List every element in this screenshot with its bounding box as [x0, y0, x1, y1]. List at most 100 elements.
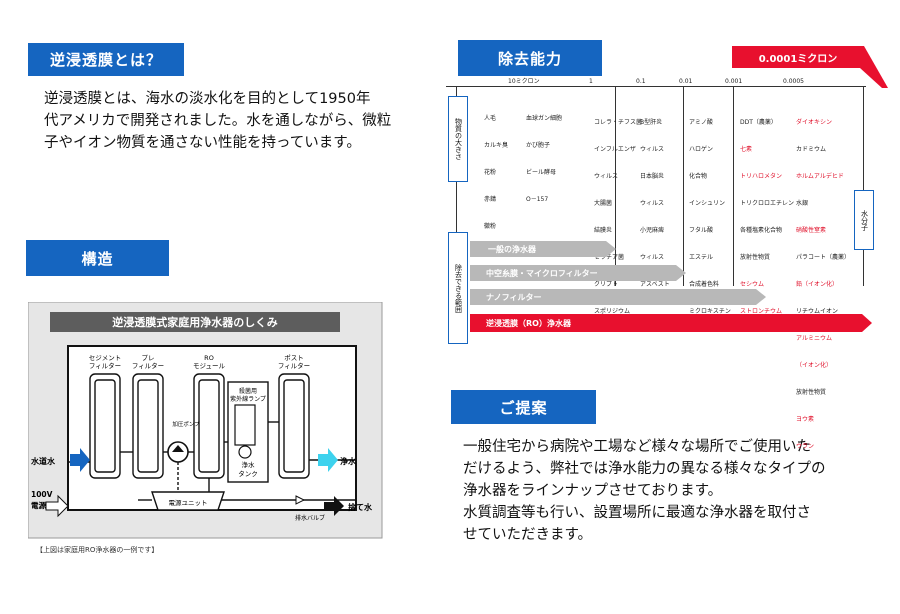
substance-item: 結膜炎: [594, 227, 613, 234]
substance-item: リチウムイオン: [796, 308, 839, 315]
substance-item-red: ストロンチウム: [740, 308, 783, 315]
substance-column: コレラ・チフス菌 インフルエンザ ウィルス 大腸菌 結膜炎 セラチア菌 クリプト…: [594, 100, 642, 334]
chart-top-line: [446, 86, 866, 87]
proposal-paragraph: 一般住宅から病院や工場など様々な場所でご使用いた だけるよう、弊社では浄水能力の…: [463, 436, 883, 546]
inlet-label: 水道水: [30, 456, 56, 466]
uv-lamp-bulb: [238, 445, 252, 459]
micron-banner: 0.0001ミクロン: [732, 46, 864, 68]
substance-item: 化合物: [689, 173, 708, 180]
scale-label: 0.01: [679, 78, 693, 85]
substance-column: 血球ガン細胞 かび胞子 ビール酵母 O－157: [526, 96, 562, 222]
substance-column: ダイオキシン カドミウム ホルムアルデヒド 水銀 硝酸性窒素 パラコート（農薬）…: [796, 100, 850, 469]
substance-item: DDT（農薬）: [740, 119, 777, 126]
substance-item: カドミウム: [796, 146, 827, 153]
inlet-arrow: [70, 448, 90, 472]
filter-label: フィルター: [89, 361, 121, 370]
filter-label: RO: [204, 354, 214, 362]
substance-item: パラコート（農薬）: [796, 254, 851, 261]
substance-item: 各種塩素化合物: [740, 227, 783, 234]
proposal-line: だけるよう、弊社では浄水能力の異なる様々なタイプの: [463, 461, 826, 477]
column-line: [456, 86, 457, 286]
proposal-line: 一般住宅から病院や工場など様々な場所でご使用いた: [463, 439, 811, 455]
intro-line: 代アメリカで開発されました。水を通しながら、微粒: [44, 113, 392, 129]
ro-structure-diagram: 逆浸透膜式家庭用浄水器のしくみ セジメント フィルター プレ フィルター RO …: [28, 302, 383, 554]
substance-item: 赤錆: [484, 196, 497, 203]
bar-hollow-fiber: [470, 265, 686, 281]
proposal-line: せていただきます。: [463, 527, 593, 543]
substance-item-red: ウラン: [796, 443, 815, 450]
bar-ro-filter: [470, 314, 872, 332]
substance-item-red: （イオン化）: [796, 362, 833, 369]
substance-item: 日本脳炎: [640, 173, 665, 180]
substance-item: アスベスト: [640, 281, 670, 288]
structure-heading: 構造: [26, 240, 169, 276]
substance-item: アミノ酸: [689, 119, 713, 126]
scale-label: 0.0005: [783, 78, 804, 85]
substance-item: スポリジウム: [594, 308, 631, 315]
ro-module-core: [198, 379, 220, 473]
bar-label: 中空糸膜・マイクロフィルター: [486, 269, 598, 278]
substance-item: ハロゲン: [689, 146, 714, 153]
filter-label: モジュール: [193, 362, 226, 370]
post-filter-core: [283, 379, 305, 473]
substance-item: 血球ガン細胞: [526, 115, 563, 122]
substance-item: セラチア菌: [594, 254, 625, 261]
column-line: [863, 86, 864, 286]
filter-label: セジメント: [89, 354, 122, 362]
substance-item: ウィルス: [594, 173, 619, 180]
substance-item-red: 鉛（イオン化）: [796, 281, 839, 288]
substance-item: 水銀: [796, 200, 809, 207]
power-unit-label: 電源ユニット: [169, 498, 208, 507]
scale-label: 0.1: [636, 78, 646, 85]
bar-label: 一般の浄水器: [488, 245, 536, 254]
substance-item: インシュリン: [689, 200, 726, 207]
tank-label: タンク: [238, 469, 258, 478]
filter-label: ポスト: [284, 354, 304, 362]
column-line: [683, 86, 684, 286]
substance-column: B型肝炎 ウィルス 日本脳炎 ウィルス 小児麻痺 ウィルス アスベスト: [640, 100, 670, 307]
outlet-label: 浄水: [340, 456, 357, 466]
filter-label: フィルター: [278, 361, 310, 370]
intro-line: 子やイオン物質を通さない性能を持っています。: [44, 135, 361, 151]
substance-item: ウィルス: [640, 146, 665, 153]
drain-valve: [295, 495, 306, 505]
scale-label: 10ミクロン: [508, 78, 540, 85]
sediment-filter-core: [94, 379, 116, 473]
removal-heading: 除去能力: [458, 40, 602, 76]
substance-item: 大腸菌: [594, 200, 613, 207]
intro-paragraph: 逆浸透膜とは、海水の淡水化を目的として1950年 代アメリカで開発されました。水…: [44, 88, 414, 154]
substance-item: 花粉: [484, 169, 497, 176]
power-unit: [151, 491, 225, 511]
power-label: 100V: [31, 490, 53, 499]
substance-item: ミクロキスチン: [689, 308, 731, 315]
substance-column: DDT（農薬） 七素 トリハロメタン トリクロロエチレン 各種塩素化合物 放射性…: [740, 100, 794, 334]
substance-item-red: ダイオキシン: [796, 119, 833, 126]
capability-bars: [470, 241, 872, 332]
substance-item: 人毛: [484, 115, 497, 122]
pump-label: 加圧ポンプ: [172, 420, 200, 428]
intro-heading: 逆浸透膜とは？: [28, 43, 184, 76]
substance-item-red: セシウム: [740, 281, 765, 288]
substance-item: エステル: [689, 254, 714, 261]
pump-icon: [172, 445, 184, 452]
banner-pointer-shape: [860, 46, 888, 88]
column-line: [615, 86, 616, 286]
intro-line: 逆浸透膜とは、海水の淡水化を目的として1950年: [44, 91, 371, 107]
drain-valve-label: 排水バルブ: [295, 514, 325, 522]
row-label-size: 物質の大きさ: [448, 96, 468, 182]
bar-general-filter: [470, 241, 616, 257]
outlet-arrow: [318, 448, 338, 472]
proposal-line: 浄水器をラインナップさせております。: [463, 483, 723, 499]
substance-item: ウィルス: [640, 254, 665, 261]
substance-item: ウィルス: [640, 200, 665, 207]
uv-lamp: [234, 404, 256, 446]
removal-chart: 0.0001ミクロン 10ミクロン 1 0.1 0.01 0.001 0.000…: [440, 40, 892, 450]
substance-item: 放射性物質: [796, 389, 827, 396]
row-label-range: 除去できる範囲: [448, 232, 468, 344]
substance-item-red: 硝酸性窒素: [796, 227, 827, 234]
pre-filter-core: [137, 379, 159, 473]
diagram-title-bar: [50, 312, 340, 332]
bar-nano-filter: [470, 289, 766, 305]
substance-item: コレラ・チフス菌: [594, 119, 643, 126]
power-arrow: [45, 494, 69, 518]
